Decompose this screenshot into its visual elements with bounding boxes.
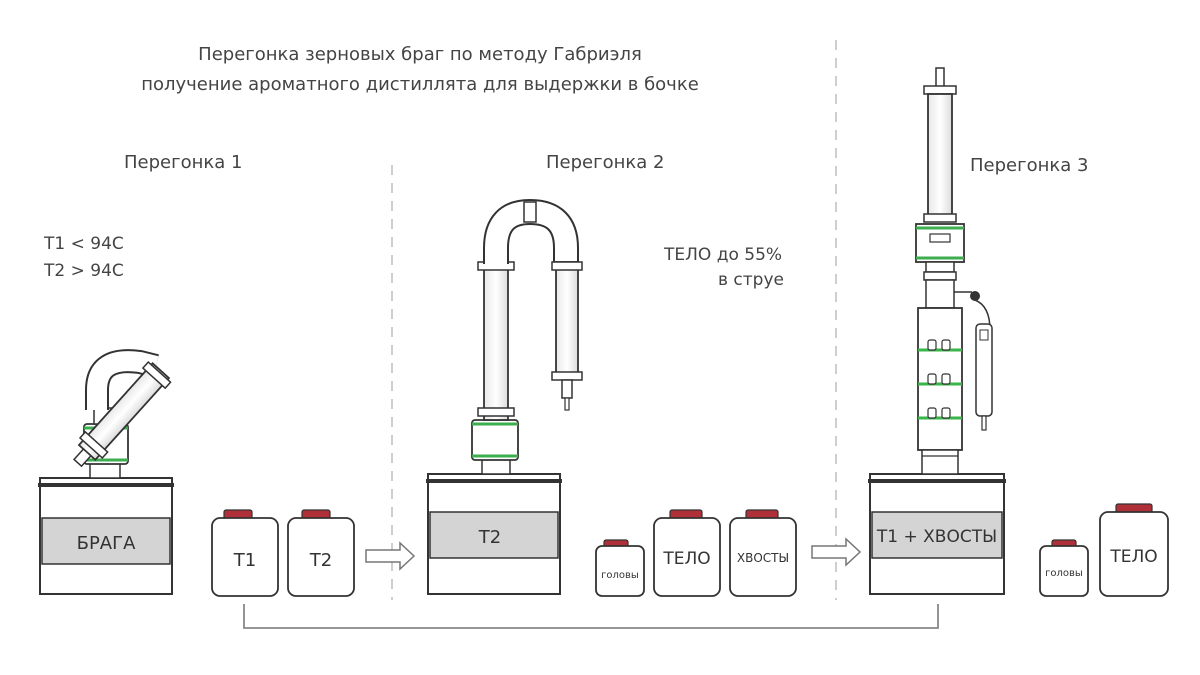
still-3-label: T1 + ХВОСТЫ bbox=[876, 527, 997, 547]
column-3 bbox=[915, 67, 993, 475]
jar-heads-3: головы bbox=[1039, 539, 1089, 597]
still-2-label: T2 bbox=[478, 527, 501, 548]
still-2: T2 bbox=[426, 473, 562, 595]
jar-heads-2-label: головы bbox=[601, 570, 639, 581]
diagram-title: Перегонка зерновых браг по методу Габриэ… bbox=[110, 40, 730, 100]
jar-body-3: ТЕЛО bbox=[1099, 503, 1169, 597]
still-1: БРАГА bbox=[38, 477, 174, 595]
flow-arrow-2 bbox=[811, 537, 862, 567]
stage-1-label: Перегонка 1 bbox=[124, 152, 243, 173]
jar-body-2: ТЕЛО bbox=[653, 509, 721, 597]
title-line-2: получение ароматного дистиллята для выде… bbox=[141, 74, 699, 95]
jar-t2-label: T2 bbox=[309, 550, 332, 571]
stage-2-note-2: в струе bbox=[718, 270, 784, 290]
stage-2-label: Перегонка 2 bbox=[546, 152, 665, 173]
stage-2-note-1: ТЕЛО до 55% bbox=[664, 245, 783, 265]
still-1-label: БРАГА bbox=[77, 533, 136, 554]
jar-heads-3-label: головы bbox=[1045, 568, 1083, 579]
stage-3-label: Перегонка 3 bbox=[970, 155, 1089, 176]
jar-body-3-label: ТЕЛО bbox=[1109, 547, 1157, 567]
stage-1-note-2: T2 > 94C bbox=[44, 261, 124, 281]
t1-return-bracket bbox=[243, 604, 939, 629]
jar-t2: T2 bbox=[287, 509, 355, 597]
jar-tails-2-label: ХВОСТЫ bbox=[737, 551, 789, 565]
flow-arrow-1 bbox=[365, 541, 416, 571]
jar-t1-label: T1 bbox=[233, 550, 256, 571]
stage-1-note-1: T1 < 94C bbox=[44, 234, 124, 254]
still-2-head bbox=[471, 198, 583, 475]
jar-tails-2: ХВОСТЫ bbox=[729, 509, 797, 597]
jar-t1: T1 bbox=[211, 509, 279, 597]
title-line-1: Перегонка зерновых браг по методу Габриэ… bbox=[198, 44, 642, 65]
jar-body-2-label: ТЕЛО bbox=[662, 549, 710, 569]
still-3: T1 + ХВОСТЫ bbox=[868, 473, 1006, 595]
jar-heads-2: головы bbox=[595, 539, 645, 597]
still-1-head bbox=[72, 349, 172, 479]
